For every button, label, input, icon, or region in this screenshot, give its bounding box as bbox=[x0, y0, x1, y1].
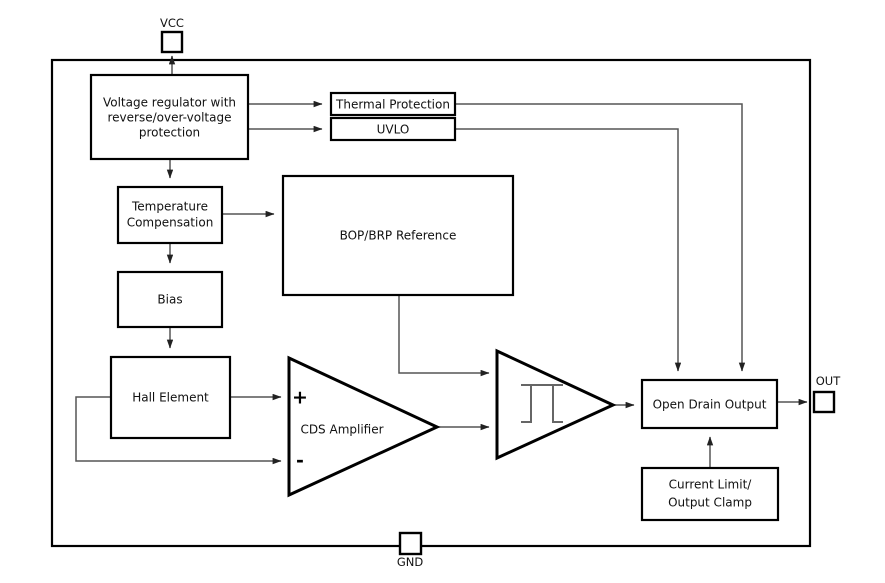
pin-out[interactable]: OUT bbox=[812, 374, 841, 414]
bop-brp-reference-label: BOP/BRP Reference bbox=[340, 229, 457, 243]
temperature-compensation-box[interactable] bbox=[116, 185, 224, 245]
voltage-regulator-label-line3: protection bbox=[139, 126, 200, 140]
wire-thermal-to-opendrain bbox=[455, 103, 746, 372]
gnd-pad-label: GND bbox=[397, 555, 424, 569]
block-open-drain-output[interactable]: Open Drain Output bbox=[640, 378, 779, 430]
bias-box[interactable] bbox=[116, 270, 224, 329]
cds-amplifier-minus-input: - bbox=[296, 450, 304, 472]
block-temperature-compensation[interactable]: Temperature Compensation bbox=[116, 185, 224, 245]
wire-bopbrp-to-comparator bbox=[398, 295, 490, 377]
current-limit-output-clamp-box[interactable] bbox=[640, 466, 780, 522]
cds-amplifier-plus-input: + bbox=[292, 387, 308, 409]
out-pad-label: OUT bbox=[816, 374, 841, 388]
block-current-limit-output-clamp[interactable]: Current Limit/ Output Clamp bbox=[640, 466, 780, 522]
cds-amplifier-triangle[interactable] bbox=[287, 355, 441, 498]
pin-gnd[interactable]: GND bbox=[397, 531, 424, 569]
hall-element-box[interactable] bbox=[109, 355, 232, 440]
chip-outline bbox=[50, 58, 812, 548]
temperature-compensation-label-line2: Compensation bbox=[127, 216, 214, 230]
voltage-regulator-label-line1: Voltage regulator with bbox=[103, 96, 236, 110]
hysteresis-icon bbox=[521, 384, 563, 423]
open-drain-output-box[interactable] bbox=[640, 378, 779, 430]
block-schmitt-comparator[interactable] bbox=[495, 348, 617, 461]
hall-element-label: Hall Element bbox=[132, 391, 209, 405]
bias-label: Bias bbox=[157, 293, 182, 307]
block-bop-brp-reference[interactable]: BOP/BRP Reference bbox=[281, 174, 515, 297]
open-drain-output-label: Open Drain Output bbox=[653, 398, 767, 412]
block-thermal-protection[interactable]: Thermal Protection bbox=[329, 91, 457, 117]
block-hall-element[interactable]: Hall Element bbox=[109, 355, 232, 440]
current-limit-label-line1: Current Limit/ bbox=[669, 478, 753, 492]
wire-uvlo-to-opendrain bbox=[455, 128, 682, 372]
voltage-regulator-label-line2: reverse/over-voltage bbox=[108, 111, 232, 125]
schmitt-comparator-triangle[interactable] bbox=[495, 348, 617, 461]
temperature-compensation-label-line1: Temperature bbox=[131, 200, 208, 214]
uvlo-label: UVLO bbox=[377, 123, 410, 137]
pin-vcc[interactable]: VCC bbox=[160, 16, 184, 54]
bop-brp-reference-box[interactable] bbox=[281, 174, 515, 297]
current-limit-label-line2: Output Clamp bbox=[668, 496, 752, 510]
voltage-regulator-box[interactable] bbox=[89, 73, 250, 161]
vcc-pad-label: VCC bbox=[160, 16, 184, 30]
vcc-pad[interactable] bbox=[160, 30, 184, 54]
cds-amplifier-label: CDS Amplifier bbox=[300, 423, 383, 437]
block-uvlo[interactable]: UVLO bbox=[329, 116, 457, 142]
block-voltage-regulator[interactable]: Voltage regulator with reverse/over-volt… bbox=[89, 73, 250, 161]
out-pad[interactable] bbox=[812, 390, 836, 414]
gnd-pad[interactable] bbox=[398, 531, 423, 556]
block-bias[interactable]: Bias bbox=[116, 270, 224, 329]
uvlo-box[interactable] bbox=[329, 116, 457, 142]
thermal-protection-box[interactable] bbox=[329, 91, 457, 117]
wire-hall-to-cds-minus bbox=[75, 396, 282, 465]
block-cds-amplifier[interactable]: CDS Amplifier + - bbox=[287, 355, 441, 498]
thermal-protection-label: Thermal Protection bbox=[335, 98, 450, 112]
